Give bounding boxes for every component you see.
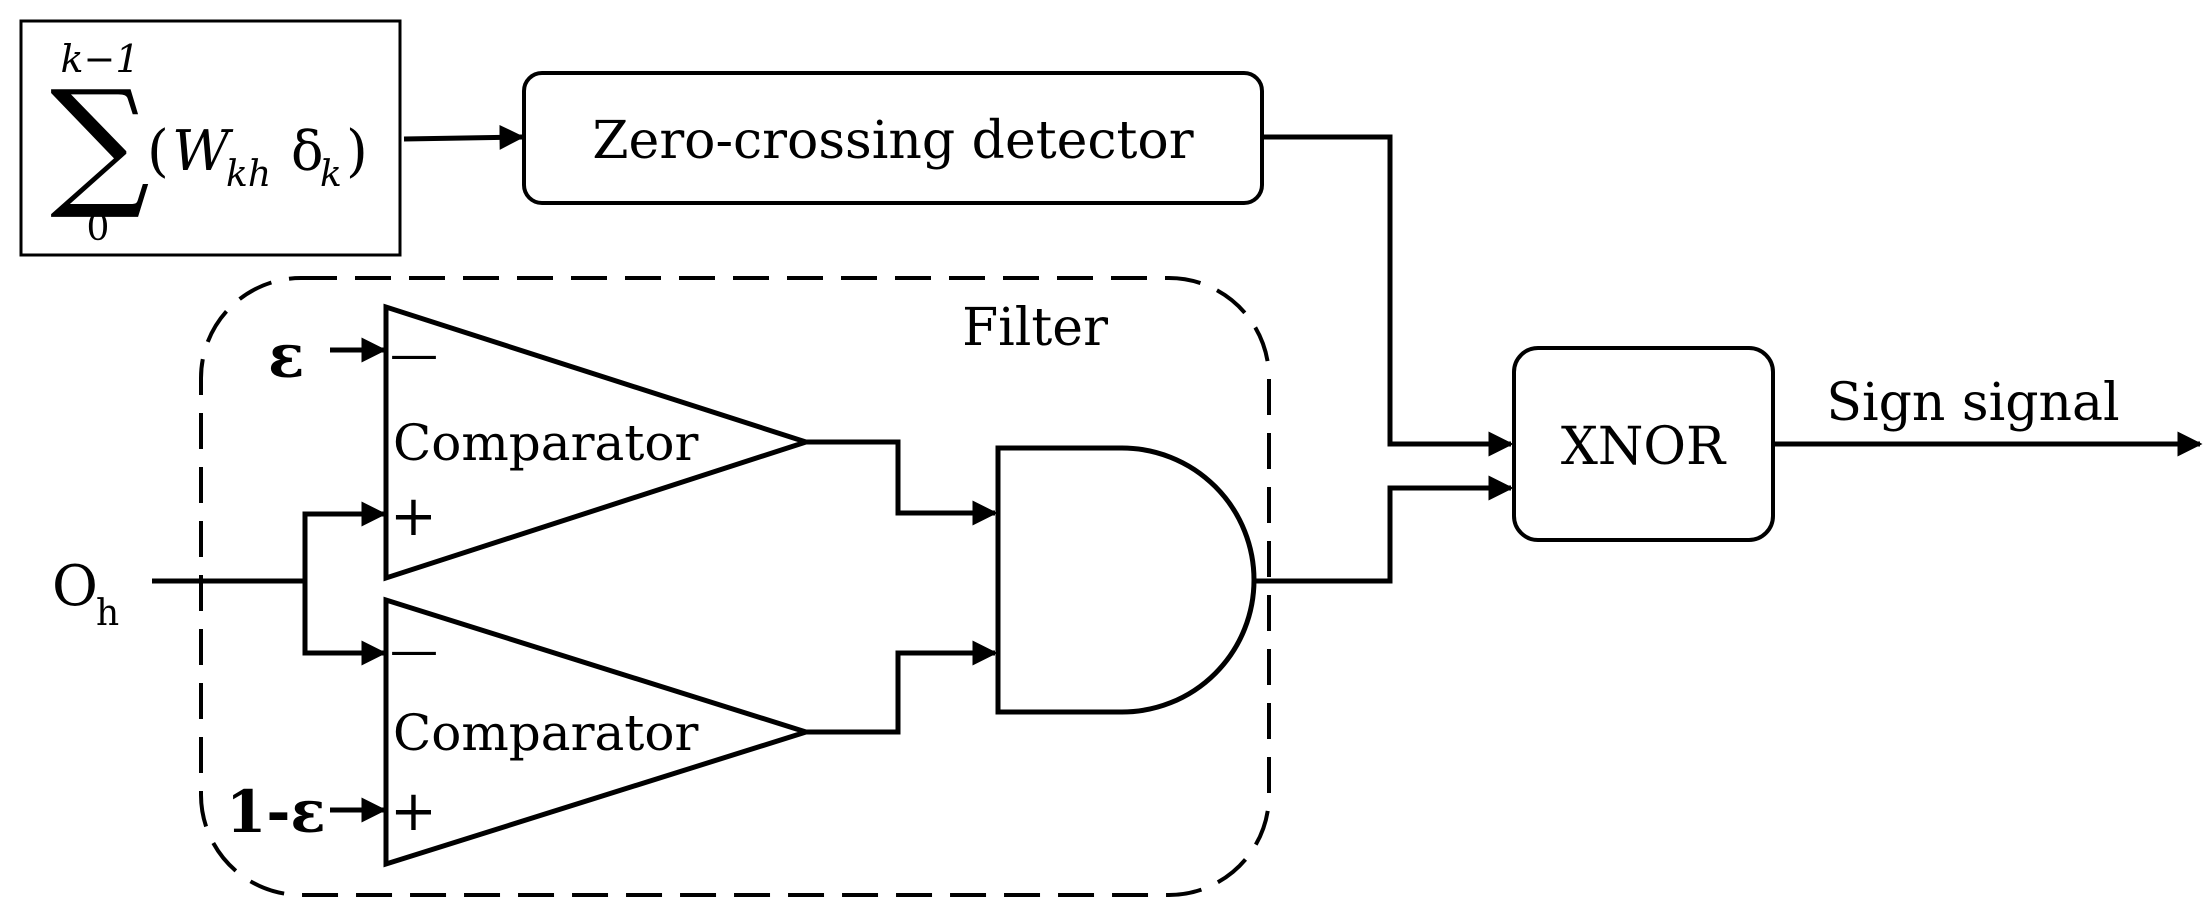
wire-top-comparator-to-and xyxy=(806,439,998,526)
filter-label: Filter xyxy=(962,298,1108,358)
comparator-top-label: Comparator xyxy=(393,414,698,472)
formula-delta: δ xyxy=(291,120,324,183)
formula-weight: W xyxy=(172,119,234,184)
comparator-top: Comparator — + ε xyxy=(268,303,815,582)
wire-bottom-comparator-to-and xyxy=(806,640,998,735)
wire-sum-to-zcd xyxy=(403,124,525,150)
input-oh-label: O h xyxy=(52,554,119,634)
comparator-top-minus: — xyxy=(390,326,438,382)
formula-weight-subscript: kh xyxy=(226,154,271,195)
sum-upper-limit: k−1 xyxy=(60,37,139,81)
wires xyxy=(152,124,2203,823)
zero-crossing-detector-block: Zero-crossing detector xyxy=(522,71,1264,205)
formula-delta-subscript: k xyxy=(320,154,342,195)
comparator-bottom-label: Comparator xyxy=(393,704,698,762)
xnor-label: XNOR xyxy=(1561,417,1727,477)
input-oh-main: O xyxy=(52,554,98,619)
comparator-bottom-minus: — xyxy=(390,622,438,678)
wire-oh-to-top-plus xyxy=(302,501,387,581)
zero-crossing-detector-label: Zero-crossing detector xyxy=(592,111,1193,171)
sum-symbol: ∑ xyxy=(50,61,150,224)
wire-zcd-to-xnor xyxy=(1264,134,1514,457)
sign-signal-label: Sign signal xyxy=(1826,373,2119,433)
one-minus-epsilon-input-label: 1-ε xyxy=(226,778,326,846)
formula-open-paren: ( xyxy=(147,119,169,184)
wire-oh-to-bottom-minus xyxy=(302,581,387,666)
sum-lower-limit: 0 xyxy=(87,208,110,249)
comparator-bottom-plus: + xyxy=(390,779,437,844)
and-gate xyxy=(995,445,1257,715)
wire-and-to-xnor xyxy=(1256,475,1514,584)
formula-close-paren: ) xyxy=(346,119,368,184)
summation-block: k−1 ∑ 0 ( W kh δ k ) xyxy=(19,19,402,257)
xnor-gate: XNOR xyxy=(1512,346,1775,542)
comparator-top-plus: + xyxy=(390,484,437,549)
filter-region: Filter xyxy=(199,276,1271,897)
epsilon-input-label: ε xyxy=(268,322,304,392)
comparator-bottom: Comparator — + 1-ε xyxy=(226,596,815,868)
input-oh-subscript: h xyxy=(96,593,119,634)
